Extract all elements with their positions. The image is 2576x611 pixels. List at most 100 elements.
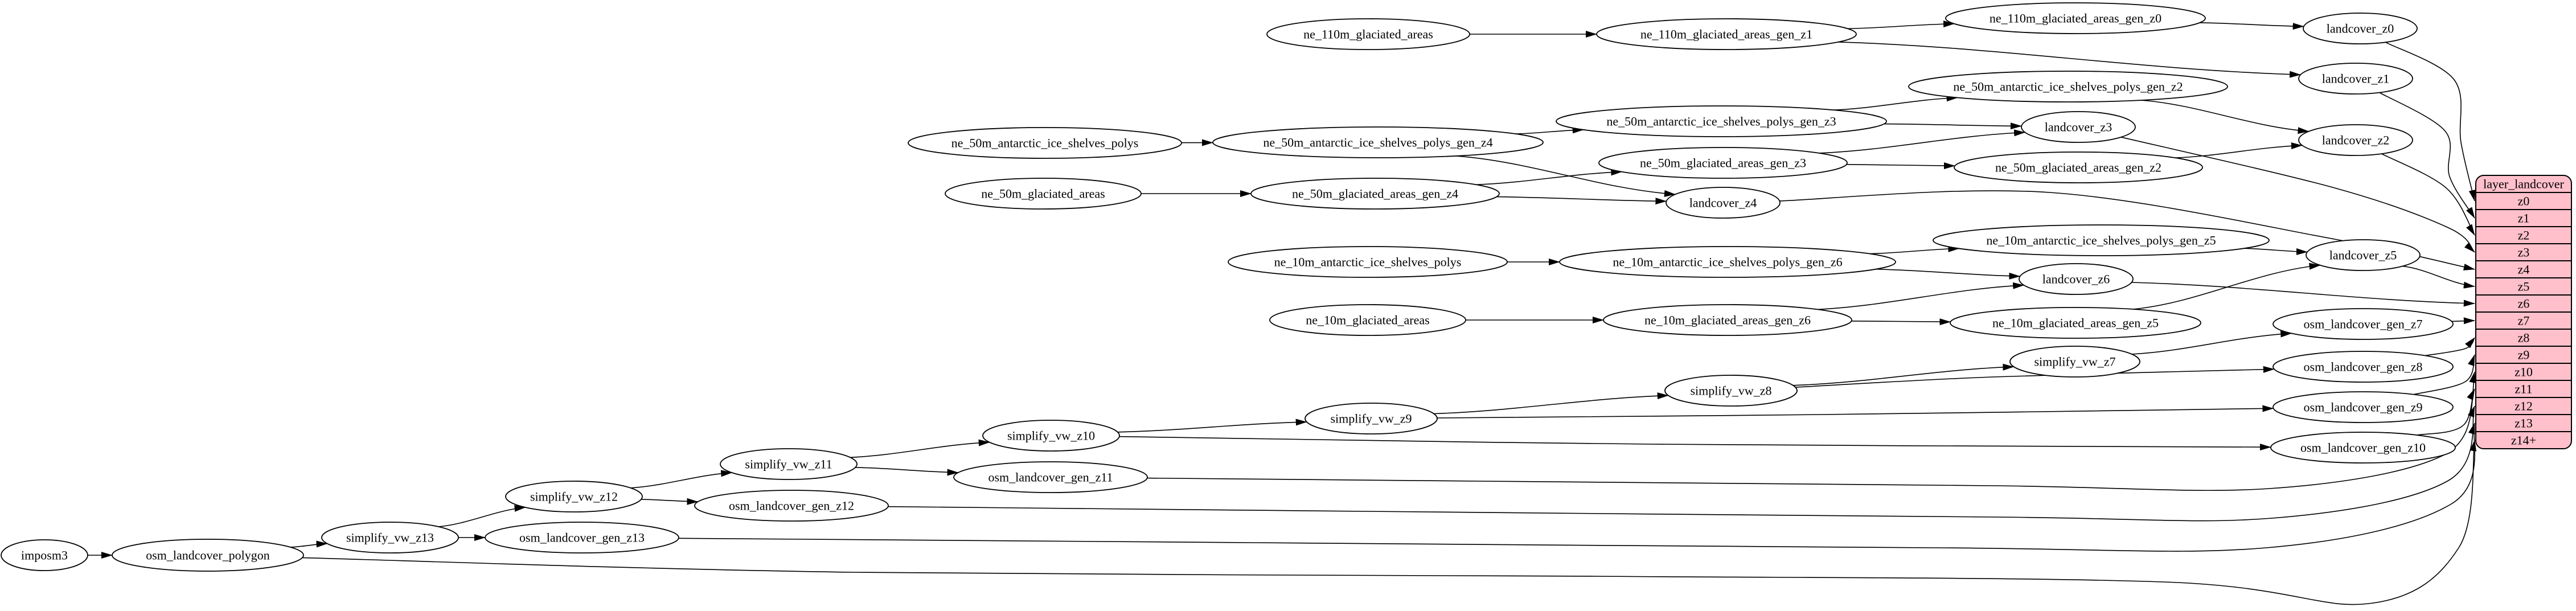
edge-simplify_vw_z12-to-osm_landcover_gen_z12 — [641, 498, 699, 505]
node-label-ne_50m_glaciated_areas_gen_z2: ne_50m_glaciated_areas_gen_z2 — [1995, 161, 2161, 175]
node-label-ne_50m_glaciated_areas_gen_z4: ne_50m_glaciated_areas_gen_z4 — [1292, 187, 1458, 201]
node-label-simplify_vw_z8: simplify_vw_z8 — [1691, 384, 1772, 398]
table-row-z11: z11 — [2515, 382, 2533, 396]
node-osm_landcover_gen_z11: osm_landcover_gen_z11 — [953, 461, 1148, 493]
node-ne_50m_antarctic_ice_shelves_polys_gen_z3: ne_50m_antarctic_ice_shelves_polys_gen_z… — [1556, 105, 1887, 137]
node-label-landcover_z3: landcover_z3 — [2045, 120, 2113, 134]
node-label-simplify_vw_z10: simplify_vw_z10 — [1007, 429, 1095, 443]
edge-ne_110m_glaciated_areas_gen_z1-to-landcover_z1 — [1837, 42, 2302, 78]
node-shape-landcover_z5 — [2306, 239, 2421, 271]
edge-ne_10m_antarctic_ice_shelves_polys_gen_z5-to-landcover_z5 — [2243, 248, 2308, 256]
node-ne_50m_antarctic_ice_shelves_polys: ne_50m_antarctic_ice_shelves_polys — [908, 127, 1182, 159]
node-label-ne_110m_glaciated_areas_gen_z0: ne_110m_glaciated_areas_gen_z0 — [1990, 11, 2161, 26]
node-label-ne_10m_antarctic_ice_shelves_polys: ne_10m_antarctic_ice_shelves_polys — [1274, 255, 1462, 269]
node-osm_landcover_gen_z7: osm_landcover_gen_z7 — [2273, 308, 2454, 340]
edge-osm_landcover_polygon-to-simplify_vw_z13 — [290, 540, 328, 548]
node-shape-ne_50m_glaciated_areas_gen_z4 — [1250, 178, 1500, 210]
table-title: layer_landcover — [2483, 177, 2564, 191]
node-ne_10m_antarctic_ice_shelves_polys_gen_z6: ne_10m_antarctic_ice_shelves_polys_gen_z… — [1559, 246, 1896, 278]
table-row-z9: z9 — [2518, 348, 2530, 362]
node-ne_10m_antarctic_ice_shelves_polys: ne_10m_antarctic_ice_shelves_polys — [1228, 246, 1508, 278]
node-shape-imposm3 — [1, 539, 88, 571]
node-landcover_z6: landcover_z6 — [2019, 263, 2134, 295]
node-ne_50m_glaciated_areas_gen_z2: ne_50m_glaciated_areas_gen_z2 — [1954, 151, 2203, 183]
table-row-z8: z8 — [2518, 331, 2530, 345]
node-shape-ne_10m_antarctic_ice_shelves_polys_gen_z6 — [1559, 246, 1896, 278]
node-label-ne_50m_antarctic_ice_shelves_polys_gen_z4: ne_50m_antarctic_ice_shelves_polys_gen_z… — [1263, 136, 1492, 150]
edge-landcover_z5-to-layer_landcover-z5 — [2402, 265, 2475, 289]
table-row-z14+: z14+ — [2511, 433, 2536, 448]
node-ne_50m_antarctic_ice_shelves_polys_gen_z2: ne_50m_antarctic_ice_shelves_polys_gen_z… — [1908, 71, 2228, 102]
node-shape-simplify_vw_z12 — [505, 481, 643, 512]
node-label-osm_landcover_gen_z9: osm_landcover_gen_z9 — [2304, 400, 2423, 415]
node-shape-landcover_z4 — [1666, 187, 1781, 219]
node-ne_110m_glaciated_areas_gen_z1: ne_110m_glaciated_areas_gen_z1 — [1596, 18, 1857, 50]
node-shape-simplify_vw_z9 — [1305, 403, 1438, 434]
edge-simplify_vw_z10-to-simplify_vw_z9 — [1117, 419, 1307, 433]
edge-simplify_vw_z11-to-osm_landcover_gen_z11 — [855, 467, 959, 476]
node-landcover_z4: landcover_z4 — [1666, 187, 1781, 219]
node-shape-simplify_vw_z10 — [982, 420, 1120, 452]
node-label-simplify_vw_z11: simplify_vw_z11 — [745, 457, 832, 471]
node-shape-ne_10m_glaciated_areas_gen_z5 — [1950, 307, 2201, 339]
edge-ne_10m_glaciated_areas_gen_z6-to-landcover_z6 — [1818, 282, 2025, 310]
node-ne_50m_glaciated_areas: ne_50m_glaciated_areas — [945, 178, 1142, 210]
node-shape-landcover_z0 — [2303, 13, 2418, 44]
node-simplify_vw_z12: simplify_vw_z12 — [505, 481, 643, 512]
edge-landcover_z3-to-layer_landcover-z3 — [2120, 137, 2475, 253]
node-label-ne_10m_glaciated_areas: ne_10m_glaciated_areas — [1306, 313, 1429, 327]
table-layer_landcover: layer_landcoverz0z1z2z3z4z5z6z7z8z9z10z1… — [2475, 175, 2572, 449]
node-shape-ne_50m_glaciated_areas_gen_z2 — [1954, 151, 2203, 183]
node-imposm3: imposm3 — [1, 539, 88, 571]
node-shape-osm_landcover_gen_z7 — [2273, 308, 2454, 340]
edges-layer — [87, 20, 2477, 605]
node-label-ne_10m_antarctic_ice_shelves_polys_gen_z6: ne_10m_antarctic_ice_shelves_polys_gen_z… — [1613, 255, 1842, 269]
edge-ne_50m_glaciated_areas_gen_z3-to-ne_50m_glaciated_areas_gen_z2 — [1846, 162, 1955, 170]
node-ne_110m_glaciated_areas: ne_110m_glaciated_areas — [1266, 18, 1470, 50]
node-label-ne_50m_glaciated_areas_gen_z3: ne_50m_glaciated_areas_gen_z3 — [1640, 156, 1806, 170]
table-row-z3: z3 — [2518, 245, 2530, 260]
table-row-z2: z2 — [2518, 228, 2530, 243]
node-osm_landcover_gen_z8: osm_landcover_gen_z8 — [2273, 351, 2454, 383]
edge-osm_landcover_gen_z10-to-layer_landcover-z10 — [2417, 371, 2476, 436]
edge-osm_landcover_gen_z9-to-layer_landcover-z9 — [2414, 354, 2475, 395]
node-simplify_vw_z13: simplify_vw_z13 — [321, 522, 459, 553]
edge-ne_50m_glaciated_areas_gen_z4-to-ne_50m_glaciated_areas_gen_z3 — [1476, 169, 1623, 186]
edge-osm_landcover_gen_z12-to-layer_landcover-z12 — [888, 405, 2475, 522]
node-shape-simplify_vw_z11 — [720, 448, 858, 480]
edge-ne_10m_antarctic_ice_shelves_polys_gen_z6-to-landcover_z6 — [1876, 268, 2021, 280]
node-shape-ne_10m_antarctic_ice_shelves_polys — [1228, 246, 1508, 278]
node-label-osm_landcover_gen_z11: osm_landcover_gen_z11 — [988, 470, 1113, 485]
edge-ne_110m_glaciated_areas_gen_z0-to-landcover_z0 — [2200, 22, 2304, 30]
node-label-landcover_z6: landcover_z6 — [2042, 272, 2110, 286]
edge-simplify_vw_z10-to-osm_landcover_gen_z10 — [1119, 436, 2271, 451]
node-label-osm_landcover_gen_z10: osm_landcover_gen_z10 — [2300, 441, 2426, 455]
edge-ne_110m_glaciated_areas_gen_z1-to-ne_110m_glaciated_areas_gen_z0 — [1847, 20, 1955, 30]
edge-simplify_vw_z9-to-simplify_vw_z8 — [1434, 392, 1669, 415]
edge-landcover_z1-to-layer_landcover-z1 — [2379, 92, 2475, 219]
node-label-landcover_z0: landcover_z0 — [2327, 22, 2394, 36]
node-osm_landcover_gen_z12: osm_landcover_gen_z12 — [694, 490, 889, 522]
node-shape-simplify_vw_z7 — [2009, 346, 2140, 378]
node-shape-ne_110m_glaciated_areas_gen_z0 — [1945, 2, 2206, 34]
node-label-simplify_vw_z12: simplify_vw_z12 — [530, 490, 618, 504]
edge-landcover_z0-to-layer_landcover-z0 — [2385, 42, 2476, 202]
node-label-landcover_z4: landcover_z4 — [1689, 196, 1757, 210]
node-shape-ne_110m_glaciated_areas_gen_z1 — [1596, 18, 1857, 50]
node-shape-ne_50m_glaciated_areas_gen_z3 — [1598, 147, 1848, 179]
table-row-z5: z5 — [2518, 280, 2530, 294]
node-simplify_vw_z8: simplify_vw_z8 — [1664, 375, 1798, 407]
edge-simplify_vw_z12-to-simplify_vw_z11 — [630, 470, 733, 489]
edge-ne_10m_glaciated_areas_gen_z6-to-ne_10m_glaciated_areas_gen_z5 — [1851, 318, 1951, 326]
node-label-ne_10m_glaciated_areas_gen_z6: ne_10m_glaciated_areas_gen_z6 — [1644, 313, 1811, 327]
edge-ne_50m_antarctic_ice_shelves_polys_gen_z3-to-ne_50m_antarctic_ice_shelves_polys_gen_z2 — [1833, 95, 1958, 110]
node-label-osm_landcover_gen_z7: osm_landcover_gen_z7 — [2304, 317, 2423, 331]
node-shape-osm_landcover_gen_z13 — [485, 522, 679, 553]
node-label-ne_10m_glaciated_areas_gen_z5: ne_10m_glaciated_areas_gen_z5 — [1992, 316, 2159, 330]
edge-osm_landcover_gen_z8-to-layer_landcover-z8 — [2425, 337, 2475, 356]
node-landcover_z2: landcover_z2 — [2298, 124, 2413, 156]
edge-ne_50m_glaciated_areas_gen_z4-to-landcover_z4 — [1496, 196, 1667, 205]
node-label-osm_landcover_gen_z8: osm_landcover_gen_z8 — [2304, 360, 2423, 374]
node-shape-landcover_z3 — [2021, 111, 2136, 143]
node-label-landcover_z1: landcover_z1 — [2322, 72, 2390, 86]
